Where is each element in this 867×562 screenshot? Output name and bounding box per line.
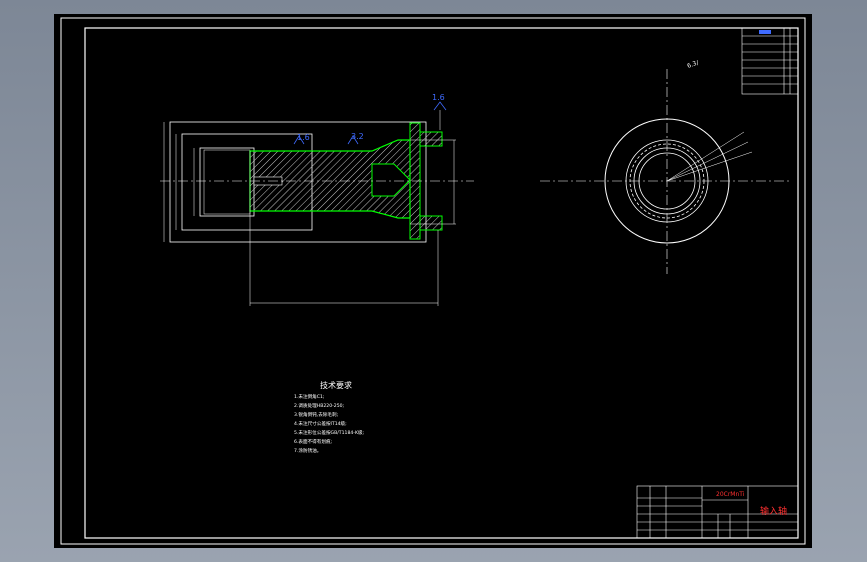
roughness-symbol-1 xyxy=(293,135,305,145)
revision-table xyxy=(741,27,799,95)
note-item: 2.调质处理HB220-250; xyxy=(294,402,345,409)
end-view-circle-2 xyxy=(625,139,709,223)
end-view-circle-3 xyxy=(633,147,701,215)
note-item: 5.未注形位公差按GB/T1184-K级; xyxy=(294,429,365,436)
end-view xyxy=(540,69,792,274)
internal-cavity xyxy=(371,163,411,197)
end-view-thread-circle xyxy=(629,143,705,219)
roughness-label-rest: 6.3/ xyxy=(686,59,700,70)
end-view-outer-circle xyxy=(604,118,730,244)
envelope-outer xyxy=(169,121,427,243)
section-view xyxy=(160,101,474,306)
note-item: 3.锐角倒钝,去除毛刺; xyxy=(294,411,339,418)
flange-lip-bottom xyxy=(419,215,443,231)
title-block-material: 20CrMnTi xyxy=(716,491,745,498)
fixture-bore-inner xyxy=(203,149,251,215)
revision-table-highlight xyxy=(759,30,771,34)
drawing-viewport[interactable]: 1.6 3.2 1.6 6.3/ 技术要求 1.未注倒角C1; 2.调质处理HB… xyxy=(54,14,812,548)
notes-list: 1.未注倒角C1; 2.调质处理HB220-250; 3.锐角倒钝,去除毛刺; … xyxy=(294,393,365,454)
note-item: 7.涂防锈油。 xyxy=(294,447,321,454)
note-item: 1.未注倒角C1; xyxy=(294,393,325,400)
roughness-label-2: 3.2 xyxy=(351,132,364,141)
end-view-bore-circle xyxy=(638,152,696,210)
title-block-part-name: 输入轴 xyxy=(760,505,787,517)
flange-lip-top xyxy=(419,131,443,147)
outer-frame xyxy=(60,17,806,545)
inner-frame xyxy=(84,27,799,539)
note-item: 6.表面不得有划痕; xyxy=(294,438,333,445)
radius-leader-3 xyxy=(666,151,753,182)
radius-leader-1 xyxy=(666,131,745,182)
roughness-label-1: 1.6 xyxy=(297,133,310,142)
notes-title: 技术要求 xyxy=(320,380,352,390)
note-item: 4.未注尺寸公差按IT14级; xyxy=(294,420,347,427)
roughness-symbol-2 xyxy=(347,135,359,145)
fixture-bore xyxy=(199,147,255,217)
roughness-label-3: 1.6 xyxy=(432,93,445,102)
title-block xyxy=(636,485,799,539)
radius-leader-2 xyxy=(666,141,749,182)
cad-drawing-canvas: 1.6 3.2 1.6 6.3/ 技术要求 1.未注倒角C1; 2.调质处理HB… xyxy=(60,17,806,545)
roughness-symbol-3 xyxy=(433,101,447,111)
